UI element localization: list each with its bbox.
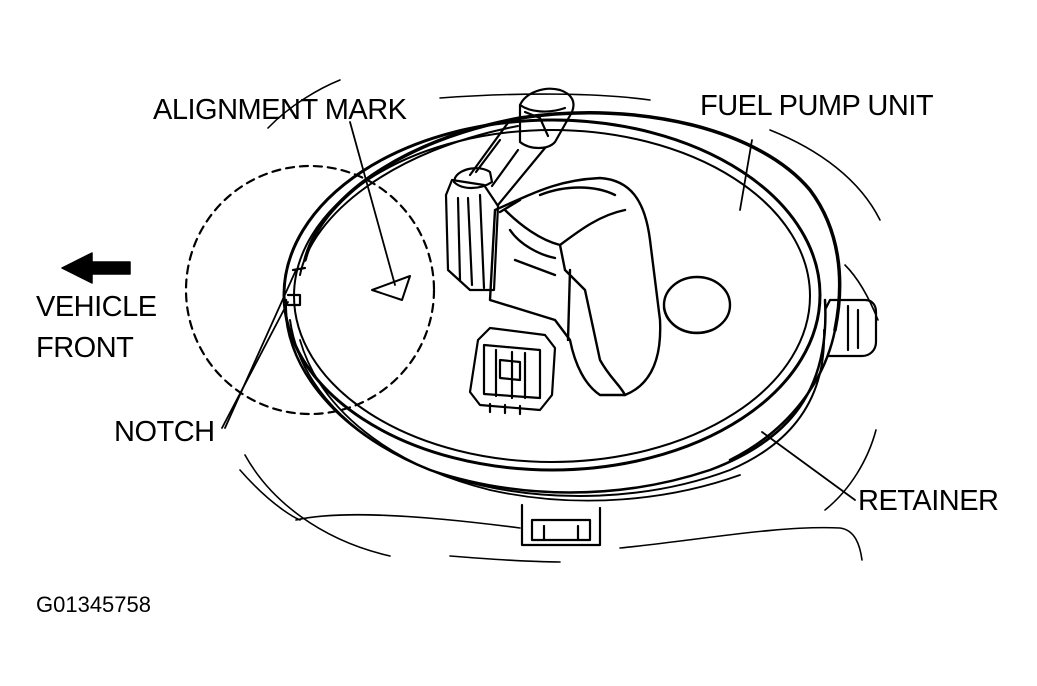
highlight-circle <box>184 164 436 416</box>
label-fuel-pump-unit: FUEL PUMP UNIT <box>700 90 934 122</box>
figure-code: G01345758 <box>36 592 151 617</box>
label-notch: NOTCH <box>114 416 215 448</box>
label-alignment-mark: ALIGNMENT MARK <box>153 94 407 126</box>
leader-notch-1 <box>221 301 289 429</box>
tank-outline <box>239 79 881 563</box>
label-vehicle-front-line2: FRONT <box>36 332 134 364</box>
leader-alignment-mark <box>349 121 396 286</box>
pump-housing <box>488 176 662 397</box>
arrow-left-icon <box>61 252 131 284</box>
electrical-connector <box>468 326 557 416</box>
notch <box>286 266 307 307</box>
retainer-tab-right <box>824 298 878 358</box>
leader-fuel-pump-unit <box>739 139 753 211</box>
alignment-mark-triangle <box>371 275 411 301</box>
pump-cap <box>662 275 732 335</box>
fuel-tube <box>444 87 575 292</box>
leader-lines <box>221 121 856 501</box>
leader-retainer <box>761 431 856 501</box>
leader-notch-2 <box>224 269 297 429</box>
label-vehicle-front-line1: VEHICLE <box>36 291 157 323</box>
retainer-ring <box>299 111 842 462</box>
label-retainer: RETAINER <box>858 485 999 517</box>
retainer-tab-bottom <box>520 503 602 547</box>
